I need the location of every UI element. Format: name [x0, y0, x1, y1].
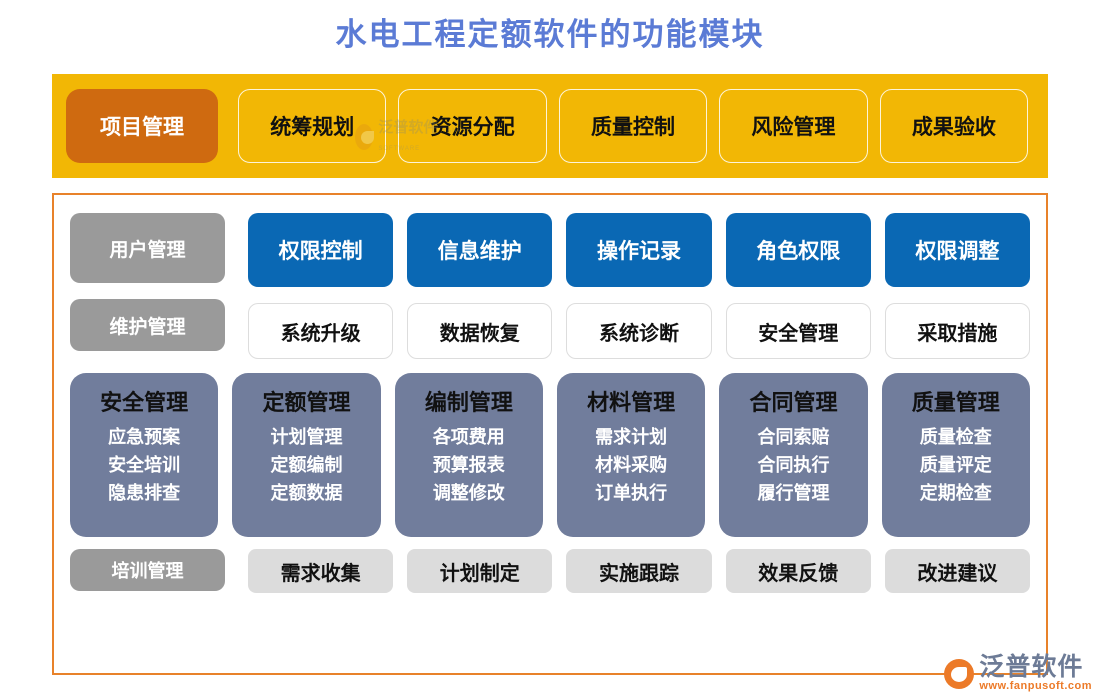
module-item-system-diagnosis[interactable]: 系统诊断	[566, 303, 712, 359]
card-sub-item[interactable]: 履行管理	[757, 482, 830, 503]
module-card-quality-management[interactable]: 质量管理 质量检查 质量评定 定期检查	[881, 373, 1030, 537]
card-sub-item[interactable]: 质量评定	[919, 454, 992, 475]
card-title: 材料管理	[587, 390, 676, 415]
module-item-role-permission[interactable]: 角色权限	[725, 213, 871, 287]
module-row-training-management: 培训管理 需求收集 计划制定 实施跟踪 效果反馈 改进建议	[70, 549, 1031, 593]
brand-logo: 泛普软件 www.fanpusoft.com	[944, 655, 1092, 692]
header-nav-band: 项目管理 统筹规划 资源分配 质量控制 风险管理 成果验收	[52, 74, 1048, 178]
module-row-user-management: 用户管理 权限控制 信息维护 操作记录 角色权限 权限调整	[70, 213, 1031, 287]
module-card-quota-management[interactable]: 定额管理 计划管理 定额编制 定额数据	[232, 373, 381, 537]
card-sub-item[interactable]: 预算报表	[432, 454, 505, 475]
card-sub-item[interactable]: 合同执行	[757, 454, 830, 475]
card-sub-item[interactable]: 安全培训	[108, 454, 181, 475]
header-tab-overall-planning[interactable]: 统筹规划	[238, 89, 387, 163]
modules-frame: 用户管理 权限控制 信息维护 操作记录 角色权限 权限调整 维护管理 系统升级 …	[52, 193, 1048, 675]
module-item-info-maintenance[interactable]: 信息维护	[407, 213, 553, 287]
card-title: 编制管理	[424, 390, 513, 415]
module-item-improvement-suggestion[interactable]: 改进建议	[884, 549, 1031, 593]
module-item-plan-formulation[interactable]: 计划制定	[407, 549, 553, 593]
module-item-implementation-tracking[interactable]: 实施跟踪	[566, 549, 712, 593]
header-tab-project-management[interactable]: 项目管理	[66, 89, 218, 163]
card-sub-item[interactable]: 定额数据	[270, 482, 343, 503]
module-item-data-recovery[interactable]: 数据恢复	[407, 303, 553, 359]
card-title: 定额管理	[262, 390, 351, 415]
card-sub-item[interactable]: 定期检查	[919, 482, 992, 503]
header-tab-resource-allocation[interactable]: 资源分配	[398, 89, 547, 163]
module-item-effect-feedback[interactable]: 效果反馈	[725, 549, 871, 593]
card-sub-item[interactable]: 计划管理	[270, 427, 343, 447]
module-item-operation-log[interactable]: 操作记录	[566, 213, 712, 287]
module-item-permission-adjust[interactable]: 权限调整	[884, 213, 1031, 287]
module-item-safety-management[interactable]: 安全管理	[725, 303, 871, 359]
module-item-take-measures[interactable]: 采取措施	[884, 303, 1031, 359]
module-card-compilation-management[interactable]: 编制管理 各项费用 预算报表 调整修改	[394, 373, 543, 537]
card-sub-item[interactable]: 合同索赔	[757, 427, 830, 447]
header-tab-quality-control[interactable]: 质量控制	[558, 89, 708, 163]
module-card-material-management[interactable]: 材料管理 需求计划 材料采购 订单执行	[556, 373, 706, 537]
card-sub-item[interactable]: 调整修改	[432, 482, 505, 503]
module-item-permission-control[interactable]: 权限控制	[248, 213, 394, 287]
module-card-contract-management[interactable]: 合同管理 合同索赔 合同执行 履行管理	[719, 373, 868, 537]
card-title: 质量管理	[911, 390, 1000, 415]
brand-name: 泛普软件	[979, 653, 1084, 681]
module-card-row: 安全管理 应急预案 安全培训 隐患排查 定额管理 计划管理 定额编制 定额数据 …	[70, 373, 1030, 537]
card-title: 合同管理	[749, 390, 838, 415]
header-tab-risk-management[interactable]: 风险管理	[719, 89, 868, 163]
row-label-maintenance-management: 维护管理	[70, 299, 225, 351]
brand-url: www.fanpusoft.com	[979, 680, 1092, 692]
row-label-user-management: 用户管理	[70, 213, 225, 283]
card-sub-item[interactable]: 应急预案	[108, 427, 181, 447]
header-tab-result-acceptance[interactable]: 成果验收	[879, 89, 1029, 163]
card-sub-item[interactable]: 隐患排查	[108, 482, 181, 503]
module-item-system-upgrade[interactable]: 系统升级	[248, 303, 394, 359]
row-label-training-management: 培训管理	[70, 549, 225, 591]
module-row-maintenance-management: 维护管理 系统升级 数据恢复 系统诊断 安全管理 采取措施	[70, 299, 1031, 359]
card-sub-item[interactable]: 定额编制	[270, 454, 343, 475]
card-sub-item[interactable]: 各项费用	[432, 427, 505, 447]
card-sub-item[interactable]: 需求计划	[595, 427, 668, 447]
module-card-safety-management[interactable]: 安全管理 应急预案 安全培训 隐患排查	[70, 373, 219, 537]
card-title: 安全管理	[100, 390, 189, 415]
card-sub-item[interactable]: 材料采购	[595, 454, 668, 475]
card-sub-item[interactable]: 订单执行	[595, 482, 668, 503]
card-sub-item[interactable]: 质量检查	[919, 427, 992, 447]
page-title: 水电工程定额软件的功能模块	[335, 17, 765, 52]
module-item-demand-collection[interactable]: 需求收集	[248, 549, 394, 593]
fanpu-swoosh-icon	[944, 658, 975, 689]
